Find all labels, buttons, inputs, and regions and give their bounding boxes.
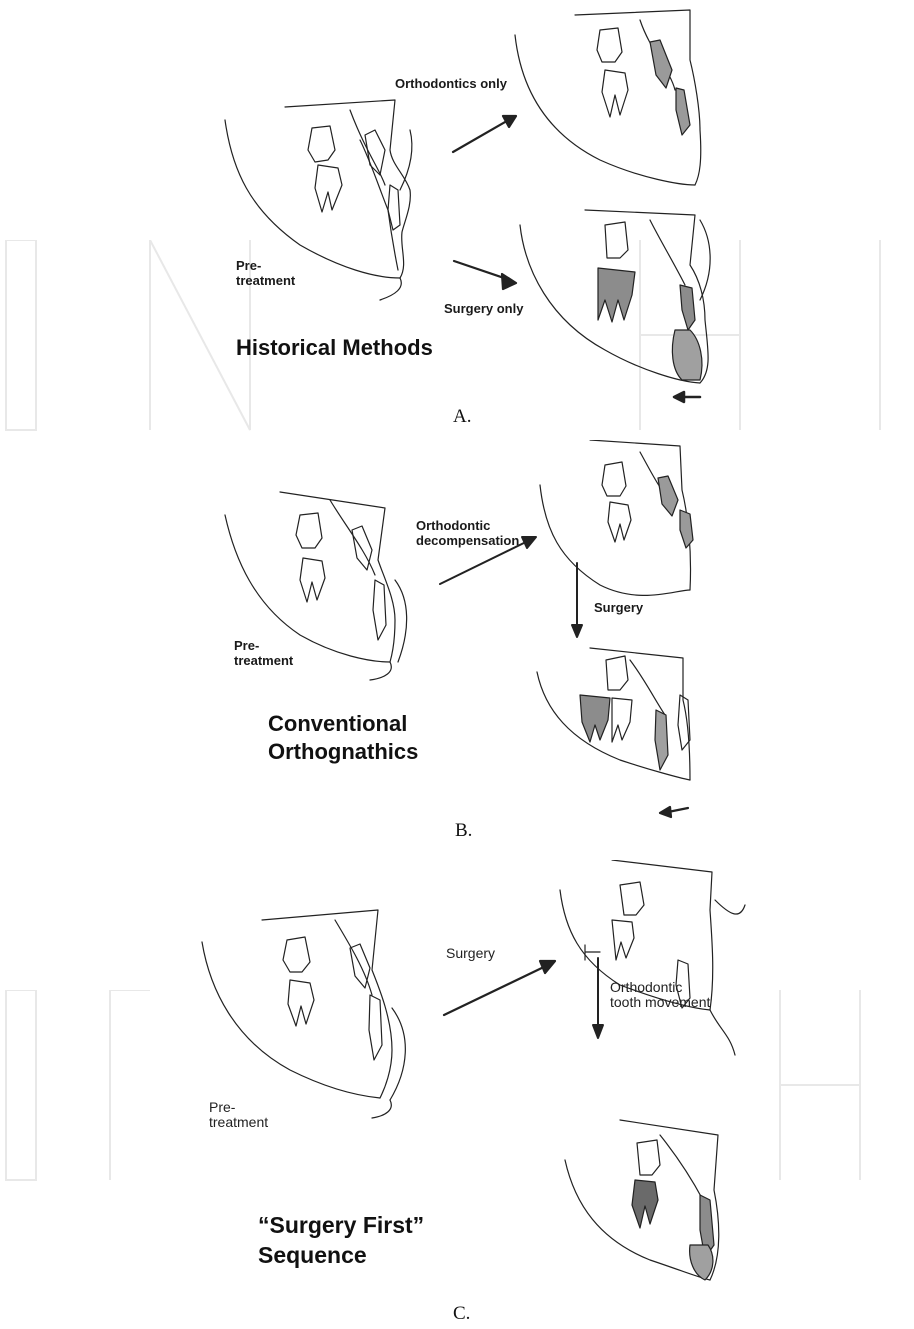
label-orthodontic-tooth-movement: Orthodontic tooth movement: [610, 980, 710, 1010]
panel-historical-methods: Orthodontics only Pre- treatment Surgery…: [0, 0, 914, 440]
arrow-to-orthodontics-only: [453, 116, 516, 152]
surgery-only-profile: [520, 210, 710, 383]
mandible-advance-arrow-a: [674, 392, 700, 402]
panel-letter-a: A.: [453, 406, 471, 428]
arrow-to-surgery-only: [454, 261, 516, 289]
heading-surgery-first-sequence: “Surgery First” Sequence: [258, 1210, 424, 1270]
orthodontics-only-profile: [515, 10, 701, 185]
decompensation-profile: [540, 440, 693, 595]
panel-c-drawing: [0, 860, 914, 1329]
label-pre-treatment-b: Pre- treatment: [234, 638, 293, 668]
final-profile-c: [565, 1120, 719, 1280]
arrow-to-surgery-c: [444, 961, 555, 1015]
mandible-advance-arrow-b: [660, 807, 688, 817]
label-surgery-b: Surgery: [594, 600, 643, 615]
panel-letter-b: B.: [455, 820, 472, 842]
panel-conventional-orthognathics: Orthodontic decompensation Surgery Pre- …: [0, 440, 914, 860]
label-surgery-only: Surgery only: [444, 301, 523, 316]
label-pre-treatment-c: Pre- treatment: [209, 1100, 268, 1130]
heading-conventional-orthognathics: Conventional Orthognathics: [268, 710, 418, 766]
post-surgery-profile-c: [560, 860, 745, 1055]
panel-letter-c: C.: [453, 1303, 470, 1325]
label-pre-treatment-a: Pre- treatment: [236, 258, 295, 288]
label-orthodontic-decompensation: Orthodontic decompensation: [416, 518, 519, 548]
panel-a-drawing: [0, 0, 914, 440]
label-surgery-c: Surgery: [446, 946, 495, 961]
post-surgery-profile-b: [537, 648, 690, 780]
arrow-down-orthodontic-c: [593, 958, 603, 1038]
arrow-down-surgery-b: [572, 563, 582, 637]
heading-historical-methods: Historical Methods: [236, 334, 433, 362]
panel-b-drawing: [0, 440, 914, 860]
pretreatment-profile-c: [202, 910, 405, 1118]
panel-surgery-first: Surgery Orthodontic tooth movement Pre- …: [0, 860, 914, 1329]
label-orthodontics-only: Orthodontics only: [395, 76, 507, 91]
